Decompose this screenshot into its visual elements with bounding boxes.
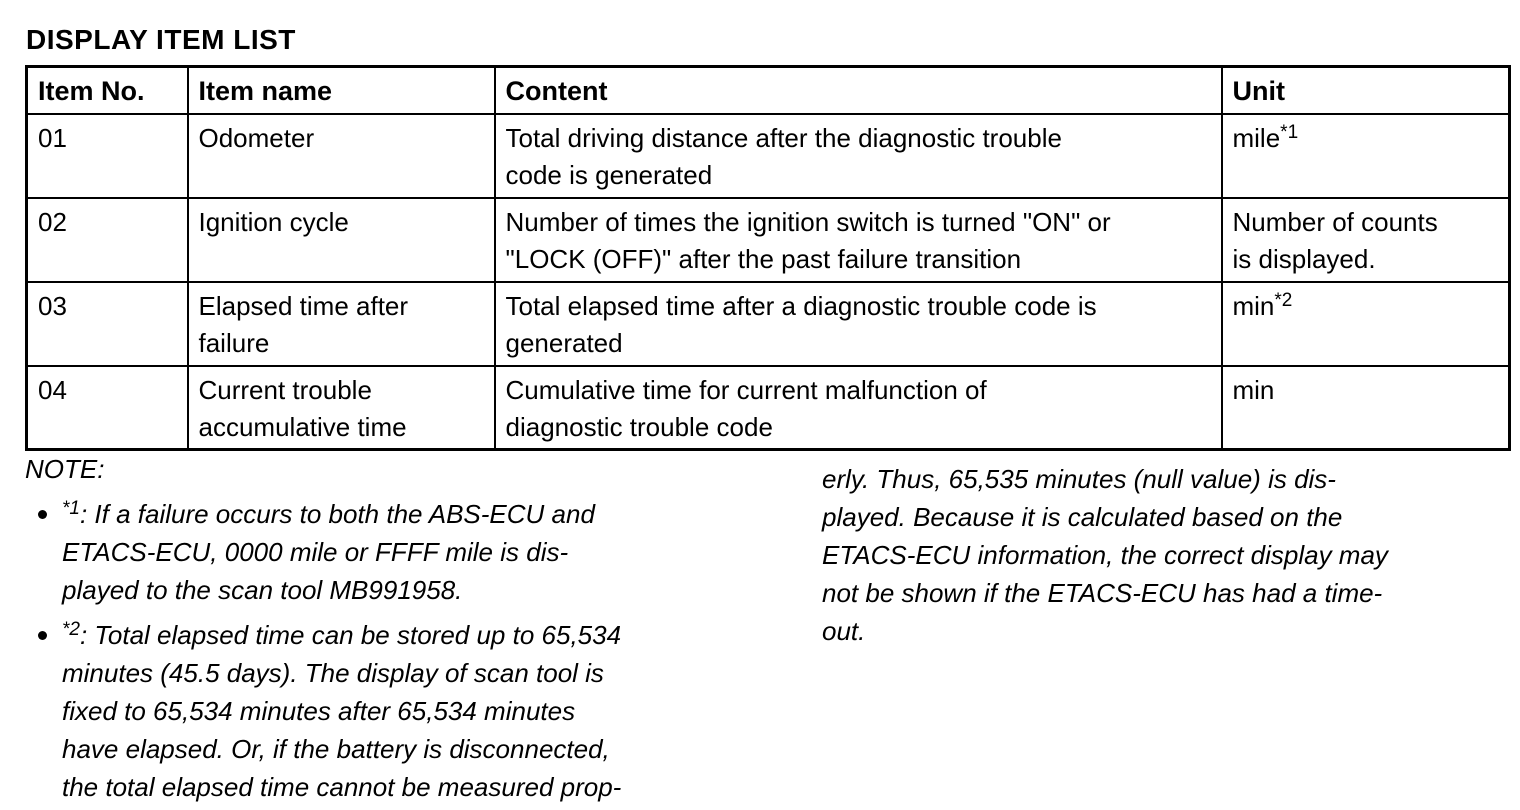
col-header-item-no: Item No. [25, 65, 189, 115]
unit-text: min [1232, 290, 1275, 321]
note-item: *2: Total elapsed time can be stored up … [25, 616, 733, 806]
unit-text: mile [1232, 122, 1281, 153]
note-section: NOTE: *1: If a failure occurs to both th… [25, 450, 733, 806]
display-item-table: Item No. Item name Content Unit 01 Odome… [25, 65, 1511, 451]
cell-item-no: 02 [25, 196, 189, 283]
cell-item-name: Elapsed time after failure [186, 280, 496, 367]
cell-item-name: Odometer [186, 112, 496, 199]
cell-content: Number of times the ignition switch is t… [493, 196, 1223, 283]
cell-unit: Number of counts is displayed. [1220, 196, 1511, 283]
note-item-text: *2: Total elapsed time can be stored up … [62, 616, 733, 806]
col-header-unit: Unit [1220, 65, 1511, 115]
unit-text: min [1232, 374, 1275, 405]
table-row: 02 Ignition cycle Number of times the ig… [25, 196, 1511, 283]
bullet-icon [38, 631, 47, 640]
col-header-item-name: Item name [186, 65, 496, 115]
note-continuation: erly. Thus, 65,535 minutes (null value) … [822, 464, 1388, 646]
note-item-body: : Total elapsed time can be stored up to… [62, 620, 622, 802]
cell-item-name: Ignition cycle [186, 196, 496, 283]
footnote-marker: *1 [62, 498, 80, 519]
page-title: DISPLAY ITEM LIST [26, 24, 296, 55]
cell-unit: min [1220, 364, 1511, 451]
note-item: *1: If a failure occurs to both the ABS-… [25, 495, 733, 609]
table-row: 03 Elapsed time after failure Total elap… [25, 280, 1511, 367]
col-header-content: Content [493, 65, 1223, 115]
cell-item-name: Current trouble accumulative time [186, 364, 496, 451]
cell-content: Total driving distance after the diagnos… [493, 112, 1223, 199]
table-row: 01 Odometer Total driving distance after… [25, 112, 1511, 199]
cell-content: Cumulative time for current malfunction … [493, 364, 1223, 451]
bullet-icon [38, 510, 47, 519]
note-label: NOTE: [25, 454, 105, 484]
cell-unit: min*2 [1220, 280, 1511, 367]
cell-content: Total elapsed time after a diagnostic tr… [493, 280, 1223, 367]
cell-item-no: 01 [25, 112, 189, 199]
note-item-text: *1: If a failure occurs to both the ABS-… [62, 495, 733, 609]
table-header-row: Item No. Item name Content Unit [25, 65, 1511, 115]
unit-text: Number of counts is displayed. [1232, 206, 1438, 274]
note-item-body: : If a failure occurs to both the ABS-EC… [62, 499, 595, 605]
footnote-ref-icon: *2 [1274, 289, 1293, 311]
table-row: 04 Current trouble accumulative time Cum… [25, 364, 1511, 451]
cell-item-no: 03 [25, 280, 189, 367]
footnote-ref-icon: *1 [1280, 121, 1299, 143]
footnote-marker: *2 [62, 619, 80, 640]
cell-item-no: 04 [25, 364, 189, 451]
cell-unit: mile*1 [1220, 112, 1511, 199]
